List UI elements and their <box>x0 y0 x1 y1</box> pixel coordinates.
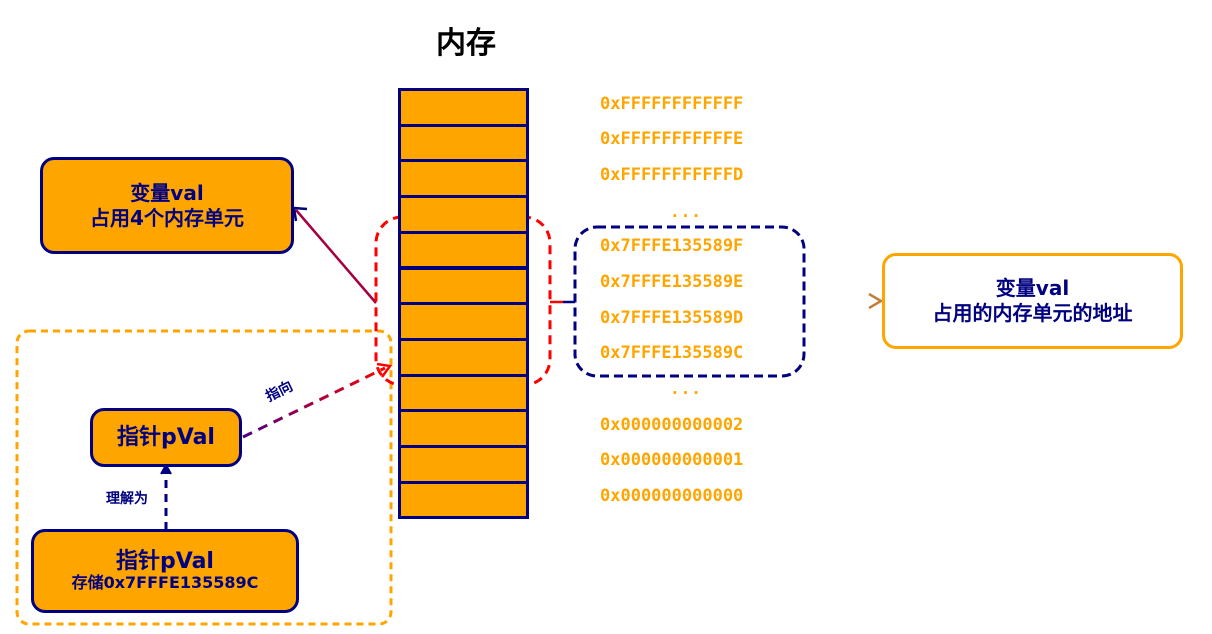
address-label: 0x7FFFE135589C <box>600 343 744 363</box>
pointer-group-outline <box>15 329 393 626</box>
address-label: 0xFFFFFFFFFFFF <box>600 94 744 114</box>
pointer-store-line1: 指针pVal <box>116 549 214 575</box>
address-label: 0x000000000001 <box>600 450 744 470</box>
pointer-line1: 指针pVal <box>117 424 215 450</box>
address-ellipsis: ... <box>670 202 702 221</box>
var-address-line2: 占用的内存单元的地址 <box>932 301 1133 325</box>
var-units-line2: 占用4个内存单元 <box>90 205 244 230</box>
arrow-to-var-units-head <box>292 206 308 222</box>
memory-cell <box>398 373 529 413</box>
arrow-to-var-units <box>295 209 377 304</box>
address-label: 0x000000000002 <box>600 415 744 435</box>
memory-cell <box>398 337 529 377</box>
var-address-box: 变量val 占用的内存单元的地址 <box>882 253 1183 349</box>
address-label: 0x000000000000 <box>600 486 744 506</box>
memory-cell <box>398 195 529 234</box>
memory-cell <box>398 266 529 306</box>
pointer-box: 指针pVal <box>90 408 242 467</box>
memory-cell <box>398 159 529 199</box>
var-units-box: 变量val 占用4个内存单元 <box>40 157 294 254</box>
arrow-to-var-address-head <box>868 292 884 310</box>
address-highlight <box>573 225 806 378</box>
pointer-store-box: 指针pVal 存储0x7FFFE135589C <box>31 529 299 613</box>
address-label: 0xFFFFFFFFFFFE <box>600 129 744 149</box>
memory-cell <box>398 230 529 270</box>
address-label: 0x7FFFE135589D <box>600 308 744 328</box>
memory-cell <box>398 123 529 163</box>
memory-cell <box>398 445 529 484</box>
address-ellipsis: ... <box>670 379 702 398</box>
pointer-store-line2: 存储0x7FFFE135589C <box>71 573 259 593</box>
var-address-line1: 变量val <box>995 276 1070 300</box>
memory-cell <box>398 302 529 341</box>
var-units-line1: 变量val <box>130 180 204 205</box>
arrow-points-to-head <box>376 362 393 378</box>
interpreted-as-label: 理解为 <box>106 491 148 507</box>
address-label: 0x7FFFE135589F <box>600 236 744 256</box>
memory-cell <box>398 409 529 448</box>
address-label: 0x7FFFE135589E <box>600 272 744 292</box>
memory-cell <box>398 480 529 520</box>
arrow-points-to <box>242 366 386 439</box>
memory-title: 内存 <box>436 26 496 61</box>
memory-cell <box>398 88 529 127</box>
address-label: 0xFFFFFFFFFFFD <box>600 165 744 185</box>
